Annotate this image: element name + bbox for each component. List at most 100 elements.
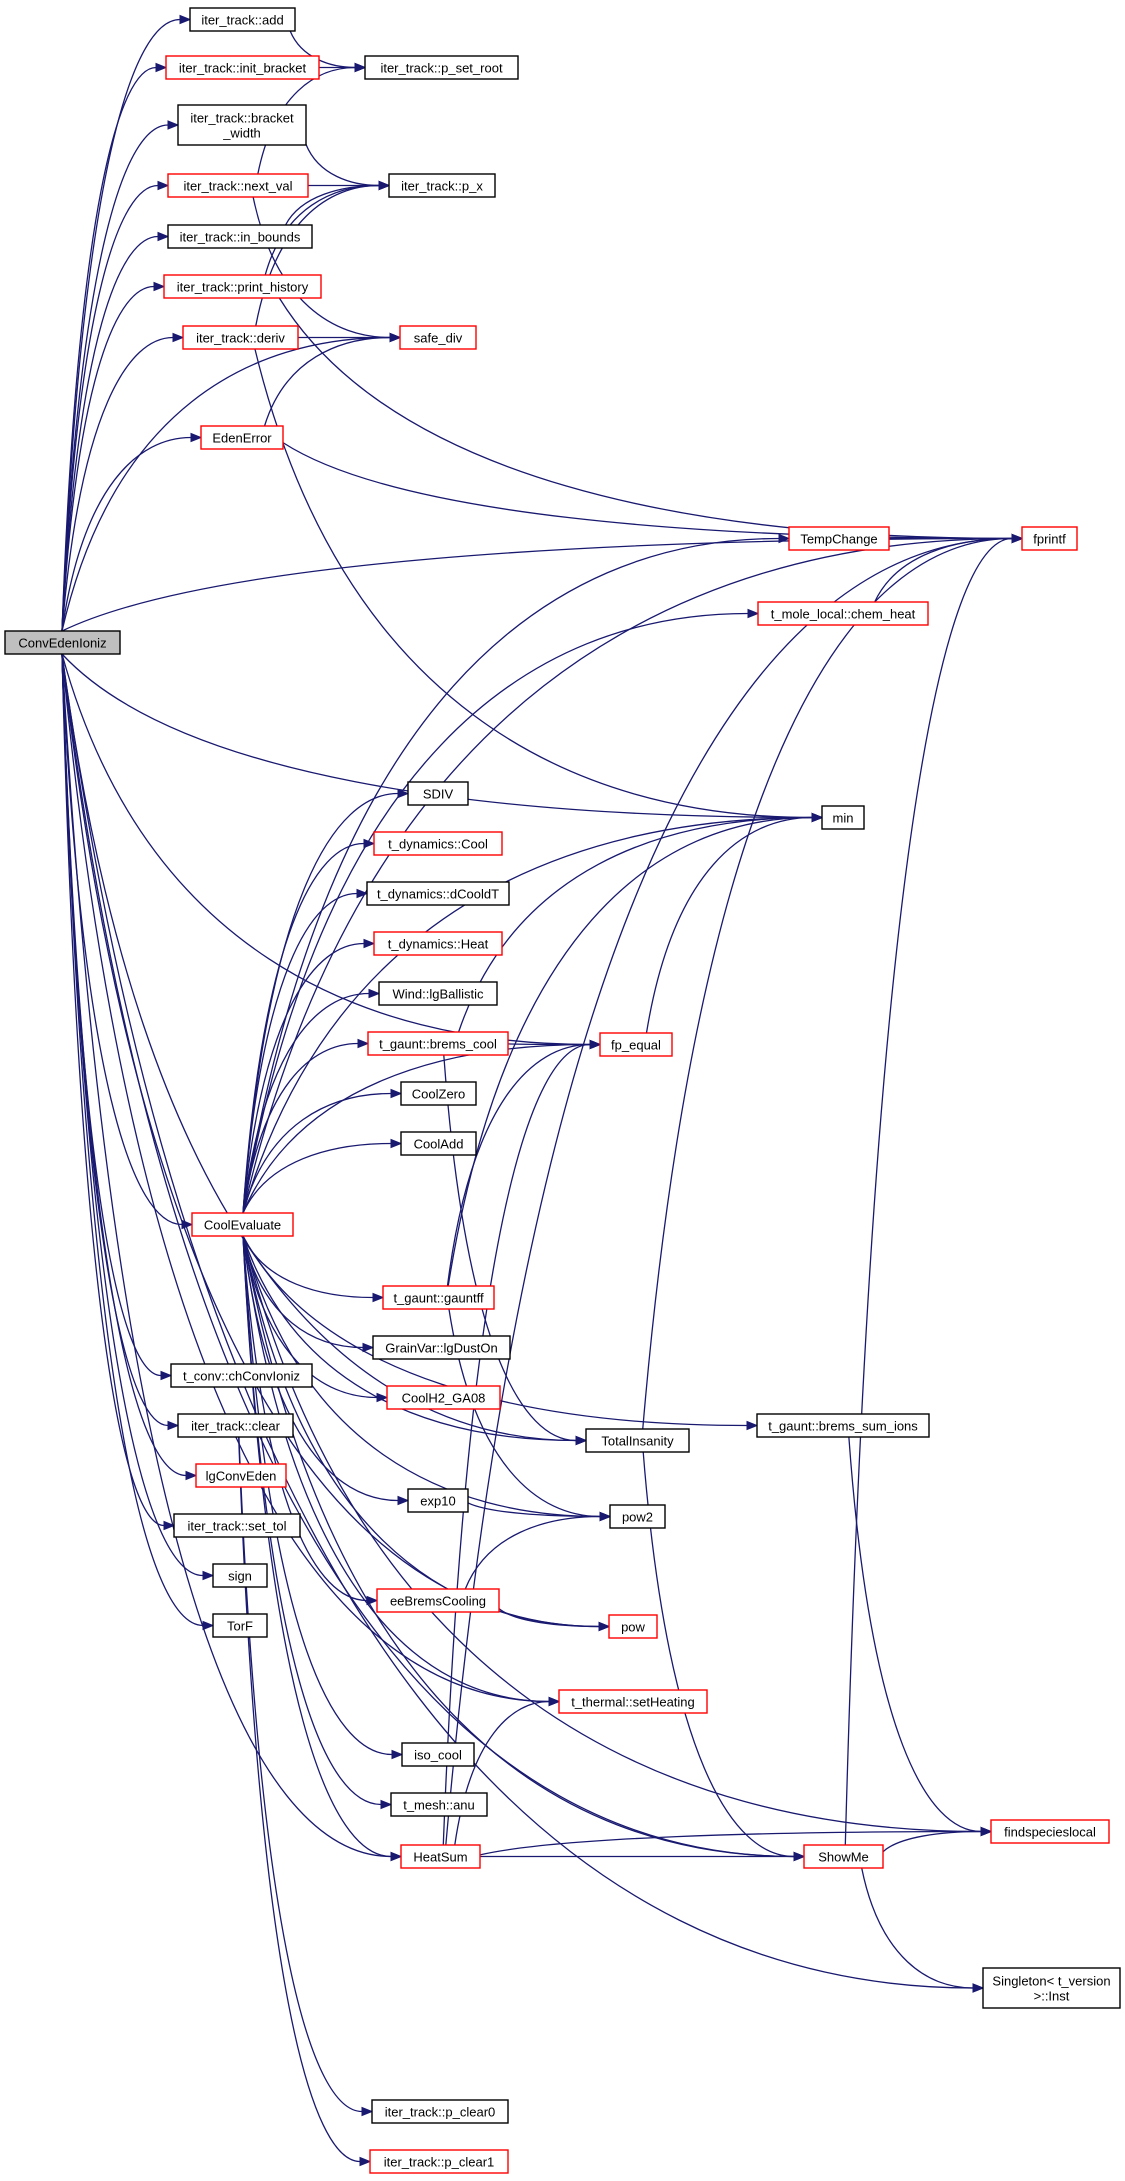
- node-box: [400, 1844, 481, 1869]
- node-dyn_Heat[interactable]: t_dynamics::Heat: [373, 931, 503, 956]
- node-label: ConvEdenIoniz: [18, 636, 106, 651]
- node-clear[interactable]: iter_track::clear: [177, 1413, 294, 1438]
- node-label-line: _width: [222, 126, 261, 141]
- arrowhead: [361, 2106, 374, 2117]
- node-SDIV[interactable]: SDIV: [407, 781, 469, 806]
- node-label-line: EdenError: [212, 431, 272, 446]
- node-lgDustOn[interactable]: GrainVar::lgDustOn: [372, 1335, 511, 1360]
- node-box: [212, 1613, 268, 1638]
- node-TempChange[interactable]: TempChange: [788, 526, 890, 551]
- edge-line: [844, 537, 1013, 1846]
- edge-deriv-to-min: [254, 348, 824, 823]
- node-Inst[interactable]: Singleton< t_version>::Inst: [982, 1967, 1121, 2009]
- node-label-line: TempChange: [800, 532, 877, 547]
- node-deriv[interactable]: iter_track::deriv: [182, 325, 299, 350]
- node-label: sign: [228, 1569, 252, 1584]
- node-layer: ConvEdenIoniz iter_track::additer_track::…: [4, 7, 1121, 2174]
- node-anu[interactable]: t_mesh::anu: [390, 1792, 488, 1817]
- node-dyn_dCooldT[interactable]: t_dynamics::dCooldT: [366, 881, 510, 906]
- node-fprintf[interactable]: fprintf: [1021, 526, 1078, 551]
- node-dyn_Cool[interactable]: t_dynamics::Cool: [373, 831, 503, 856]
- node-ShowMe[interactable]: ShowMe: [803, 1844, 884, 1869]
- node-pow2[interactable]: pow2: [609, 1504, 666, 1529]
- node-EdenError[interactable]: EdenError: [200, 425, 284, 450]
- node-label-line: TotalInsanity: [601, 1434, 674, 1449]
- node-label-line: iter_track::deriv: [196, 331, 285, 346]
- node-box: [372, 1335, 511, 1360]
- edge-CoolEvaluate-to-lgBallistic: [242, 988, 381, 1214]
- node-exp10[interactable]: exp10: [407, 1488, 469, 1513]
- node-TorF[interactable]: TorF: [212, 1613, 268, 1638]
- node-add[interactable]: iter_track::add: [189, 7, 296, 32]
- node-label: pow: [621, 1620, 645, 1635]
- node-chConvIoniz[interactable]: t_conv::chConvIoniz: [170, 1363, 313, 1388]
- node-gauntff[interactable]: t_gaunt::gauntff: [382, 1285, 495, 1310]
- node-in_bounds[interactable]: iter_track::in_bounds: [167, 224, 313, 249]
- node-label-line: ShowMe: [818, 1850, 869, 1865]
- node-print_history[interactable]: iter_track::print_history: [163, 274, 322, 299]
- node-p_x[interactable]: iter_track::p_x: [388, 173, 496, 198]
- arrowhead: [359, 2156, 372, 2167]
- arrowhead: [378, 180, 391, 191]
- arrowhead: [391, 1749, 404, 1760]
- node-label: iter_track::p_x: [401, 179, 483, 194]
- node-p_clear1[interactable]: iter_track::p_clear1: [369, 2149, 509, 2174]
- node-label: iter_track::clear: [191, 1419, 281, 1434]
- node-eeBremsCooling[interactable]: eeBremsCooling: [376, 1588, 500, 1613]
- node-sign[interactable]: sign: [212, 1563, 268, 1588]
- node-HeatSum[interactable]: HeatSum: [400, 1844, 481, 1869]
- node-CoolEvaluate[interactable]: CoolEvaluate: [191, 1212, 294, 1237]
- node-lgConvEden[interactable]: lgConvEden: [195, 1463, 287, 1488]
- node-label: iter_track::deriv: [196, 331, 285, 346]
- edge-line: [305, 144, 380, 187]
- edge-line: [61, 653, 204, 1627]
- node-label-line: CoolAdd: [414, 1137, 464, 1152]
- edge-gauntff-to-min: [447, 812, 824, 1287]
- node-chem_heat[interactable]: t_mole_local::chem_heat: [757, 601, 929, 626]
- node-set_tol[interactable]: iter_track::set_tol: [173, 1513, 301, 1538]
- node-setHeating[interactable]: t_thermal::setHeating: [558, 1689, 708, 1714]
- node-CoolAdd[interactable]: CoolAdd: [400, 1131, 477, 1156]
- node-CoolH2_GA08[interactable]: CoolH2_GA08: [386, 1385, 501, 1410]
- node-bracket_width[interactable]: iter_track::bracket_width: [177, 104, 307, 146]
- node-box: [608, 1614, 658, 1639]
- node-safe_div[interactable]: safe_div: [399, 325, 477, 350]
- node-TotalInsanity[interactable]: TotalInsanity: [585, 1428, 690, 1453]
- node-box: [191, 1212, 294, 1237]
- node-box: [788, 526, 890, 551]
- edge-HeatSum-to-ShowMe: [479, 1851, 806, 1862]
- node-box: [1021, 526, 1078, 551]
- node-lgBallistic[interactable]: Wind::lgBallistic: [378, 981, 498, 1006]
- node-box: [982, 1967, 1121, 2009]
- node-next_val[interactable]: iter_track::next_val: [167, 173, 309, 198]
- edge-ShowMe-to-findspecieslocal: [882, 1826, 993, 1853]
- node-box: [212, 1563, 268, 1588]
- node-pow[interactable]: pow: [608, 1614, 658, 1639]
- node-CoolZero[interactable]: CoolZero: [400, 1081, 477, 1106]
- arrowhead: [397, 788, 410, 799]
- node-label-line: iter_track::p_set_root: [380, 61, 503, 76]
- node-min[interactable]: min: [821, 805, 865, 830]
- node-box: [407, 1488, 469, 1513]
- node-fp_equal[interactable]: fp_equal: [599, 1032, 673, 1057]
- node-findspecieslocal[interactable]: findspecieslocal: [990, 1819, 1110, 1844]
- node-label-line: safe_div: [414, 331, 463, 346]
- node-label: findspecieslocal: [1004, 1825, 1096, 1840]
- node-box: [4, 630, 121, 655]
- node-ConvEdenIoniz[interactable]: ConvEdenIoniz: [4, 630, 121, 655]
- node-brems_cool[interactable]: t_gaunt::brems_cool: [367, 1031, 509, 1056]
- node-box: [373, 831, 503, 856]
- node-label: CoolZero: [412, 1087, 465, 1102]
- node-box: [366, 881, 510, 906]
- node-init_bracket[interactable]: iter_track::init_bracket: [165, 55, 320, 80]
- node-brems_sum_ions[interactable]: t_gaunt::brems_sum_ions: [756, 1413, 930, 1438]
- node-iso_cool[interactable]: iso_cool: [401, 1742, 475, 1767]
- edge-line: [242, 612, 749, 1214]
- node-p_clear0[interactable]: iter_track::p_clear0: [371, 2099, 509, 2124]
- arrowhead: [372, 1292, 385, 1303]
- node-label-line: min: [833, 811, 854, 826]
- node-box: [821, 805, 865, 830]
- edge-ConvEdenIoniz-to-deriv: [61, 332, 185, 632]
- node-p_set_root[interactable]: iter_track::p_set_root: [364, 55, 519, 80]
- node-label: t_dynamics::Heat: [388, 937, 489, 952]
